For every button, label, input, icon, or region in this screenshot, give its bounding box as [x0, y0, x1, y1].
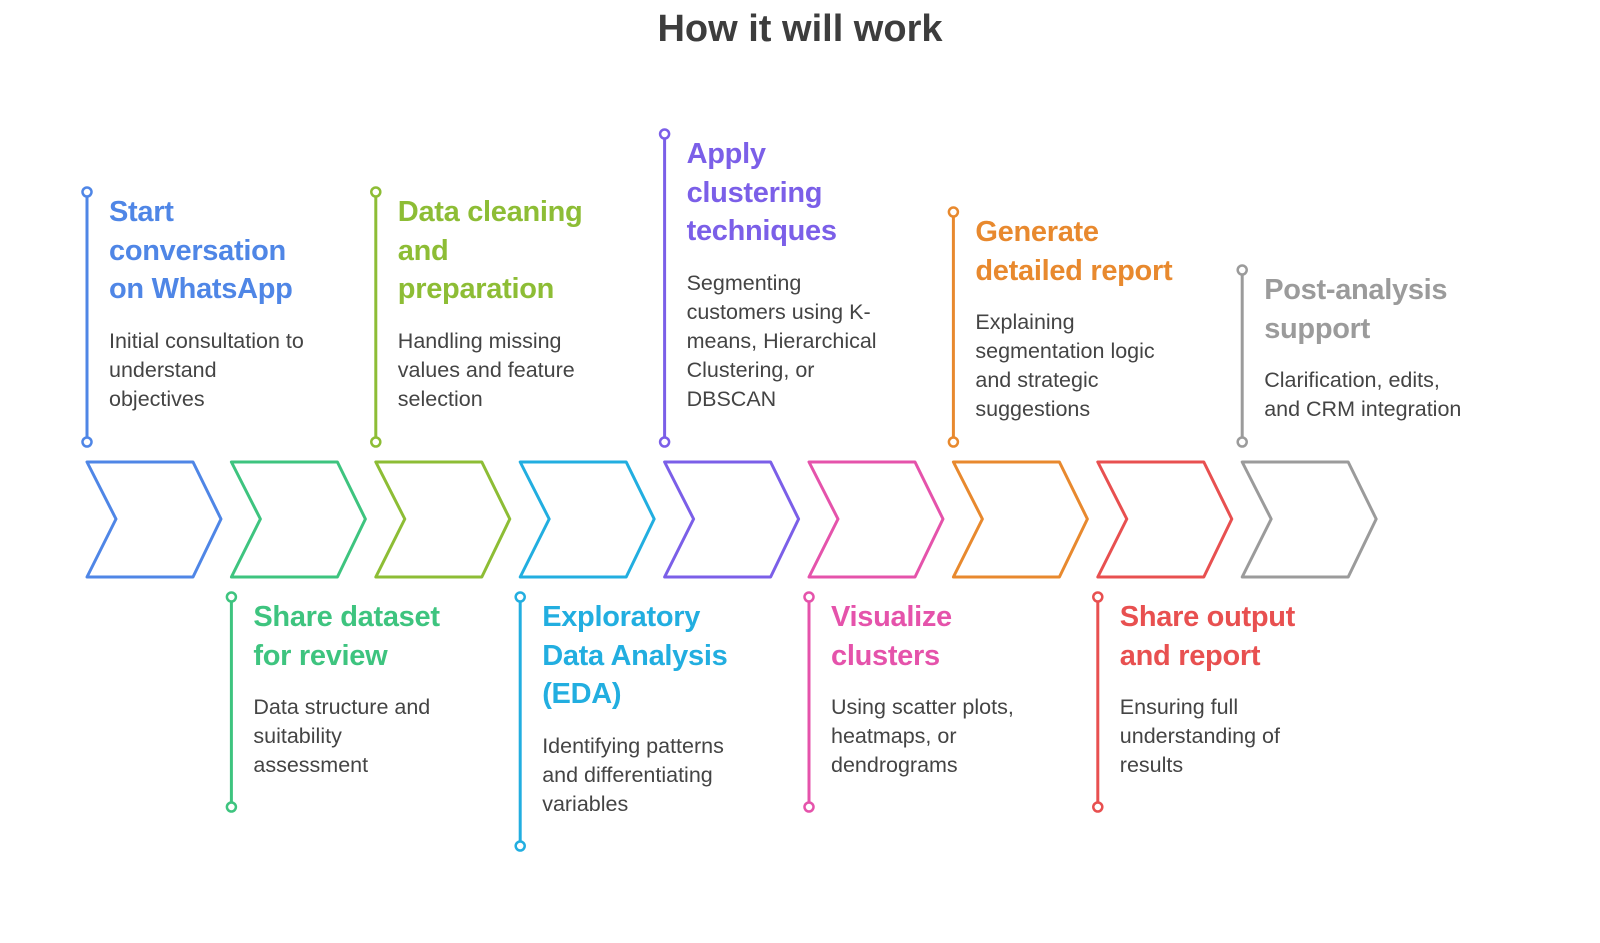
chevron-step-2: [229, 460, 367, 579]
step-title: Data cleaning and preparation: [397, 196, 583, 305]
step-title: Visualize clusters: [831, 601, 952, 672]
step-title: Share dataset for review: [253, 601, 440, 672]
chevron-step-9: [1240, 460, 1378, 579]
step-description: Initial consultation to understand objec…: [109, 328, 304, 411]
connector-dot: [1092, 591, 1104, 603]
step-description: Handling missing values and feature sele…: [397, 328, 575, 411]
step-title: Generate detailed report: [975, 216, 1173, 287]
step-title: Apply clustering techniques: [686, 138, 837, 247]
step-description: Explaining segmentation logic and strate…: [975, 310, 1155, 421]
chevron-step-6: [807, 460, 945, 579]
connector-dot: [370, 436, 382, 448]
diagram-title: How it will work: [657, 8, 943, 50]
step-title: Exploratory Data Analysis (EDA): [542, 601, 728, 710]
chevron-step-4: [518, 460, 656, 579]
connector-dot: [1092, 801, 1104, 813]
connector-dot: [225, 591, 238, 603]
step-title: Start conversation on WhatsApp: [109, 196, 293, 305]
chevron-step-1: [85, 460, 223, 579]
connector-dot: [1236, 264, 1248, 276]
connector-dot: [803, 801, 815, 813]
connector-dot: [81, 186, 93, 198]
step-description: Ensuring full understanding of results: [1119, 695, 1280, 777]
chevron-step-3: [374, 460, 512, 579]
connector-dot: [1236, 436, 1248, 448]
step-description: Clarification, edits, and CRM integratio…: [1264, 368, 1462, 421]
step-title: Post-analysis support: [1264, 274, 1448, 345]
chevron-step-8: [1096, 460, 1234, 579]
connector-dot: [514, 840, 526, 852]
step-description: Data structure and suitability assessmen…: [253, 695, 431, 777]
step-description: Segmenting customers using K- means, Hie…: [686, 270, 877, 411]
connector-dot: [658, 436, 671, 448]
chevron-step-5: [663, 460, 801, 579]
connector-dot: [947, 206, 960, 218]
connector-dot: [658, 128, 671, 140]
connector-dot: [947, 436, 960, 448]
connector-dot: [225, 801, 238, 813]
step-description: Identifying patterns and differentiating…: [542, 733, 724, 816]
step-4: Exploratory Data Analysis (EDA) Identifyi…: [542, 598, 792, 819]
step-description: Using scatter plots, heatmaps, or dendro…: [831, 695, 1014, 777]
chevron-step-7: [951, 460, 1089, 579]
connector-dot: [514, 591, 526, 603]
connector-dot: [370, 186, 382, 198]
connector-dot: [81, 436, 93, 448]
step-title: Share output and report: [1119, 601, 1296, 672]
connector-dot: [803, 591, 815, 603]
